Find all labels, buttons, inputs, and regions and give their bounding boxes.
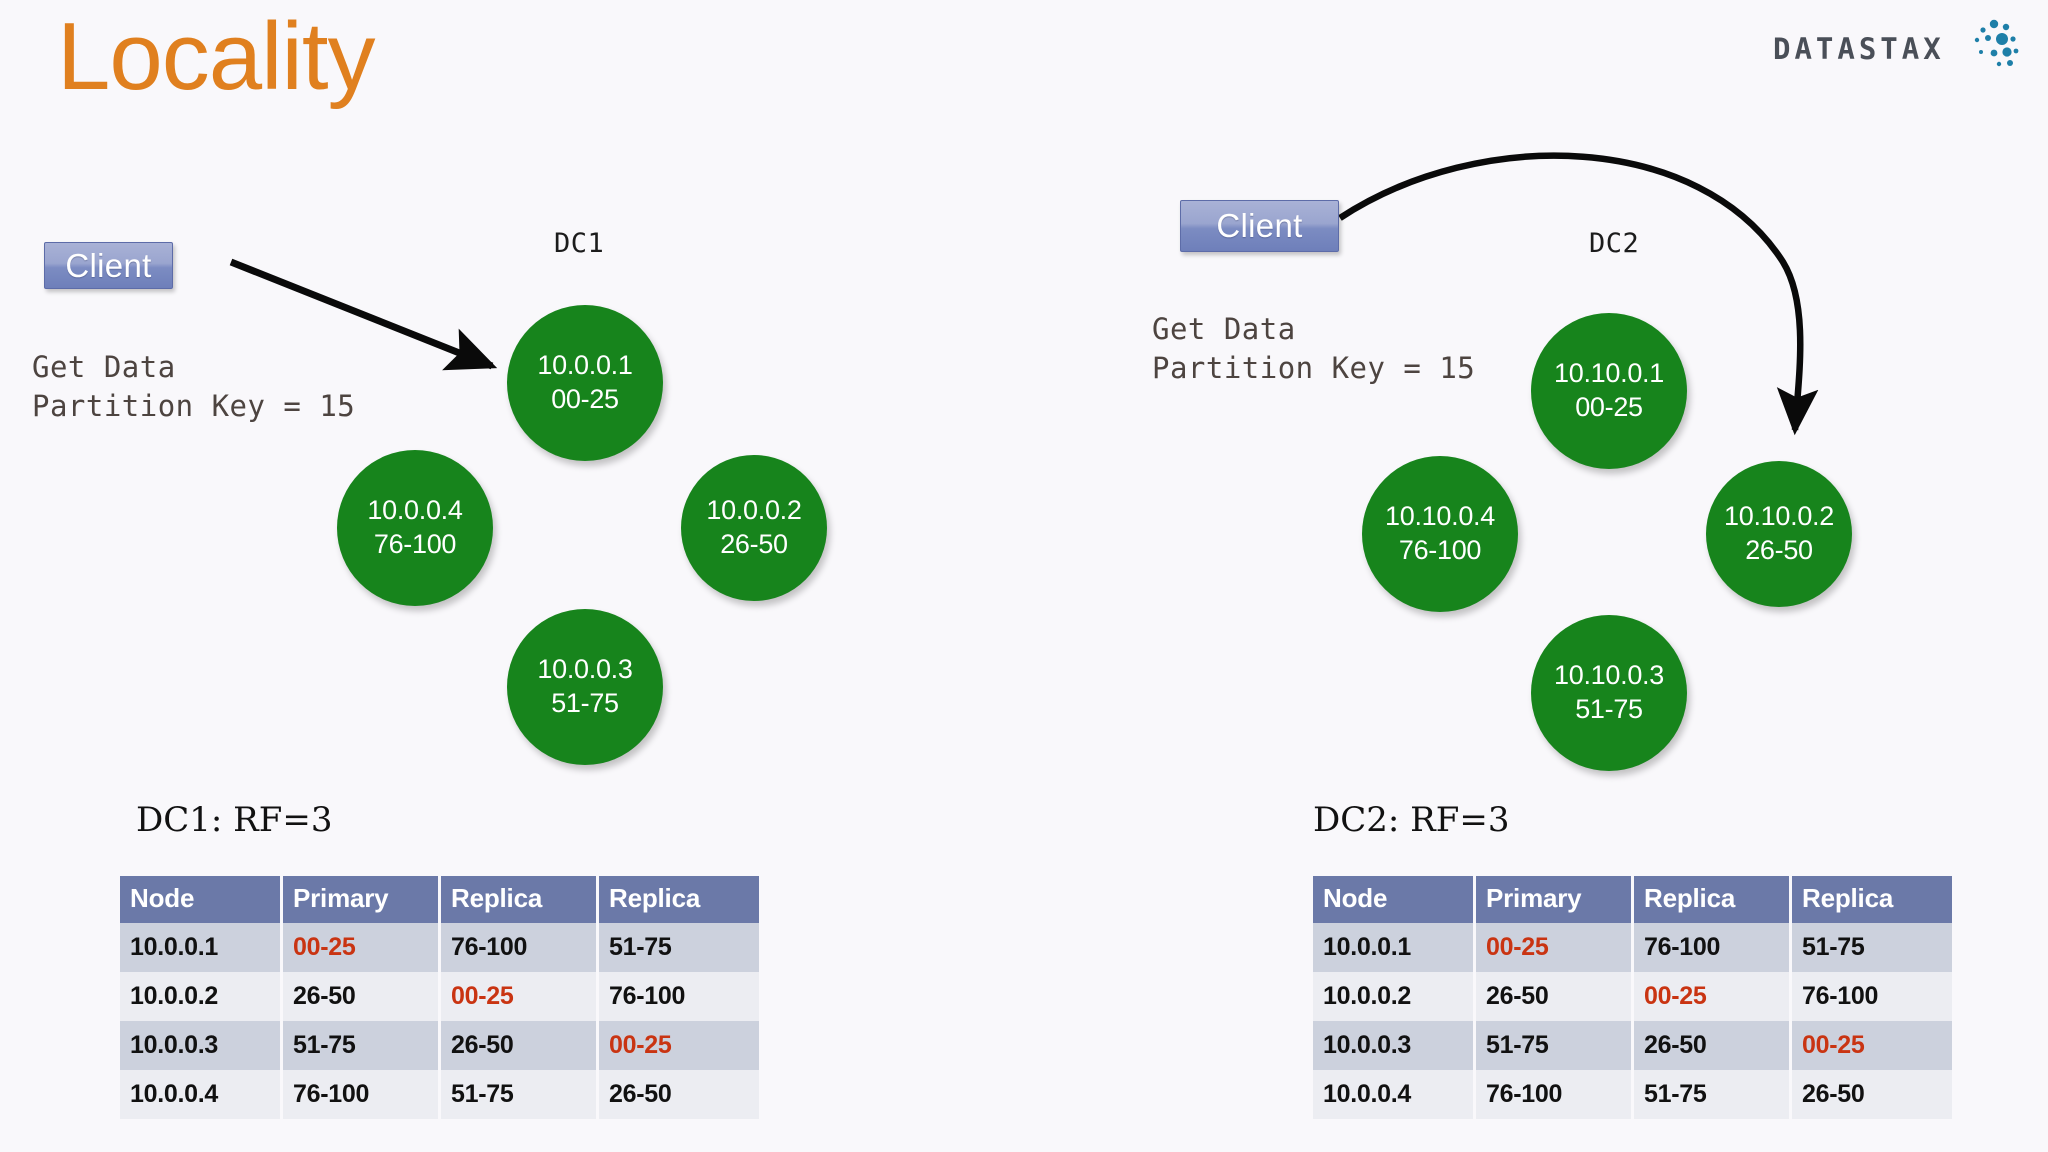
- column-header-node: Node: [1313, 876, 1476, 923]
- client-box-dc1[interactable]: Client: [44, 242, 173, 289]
- node-range: 51-75: [1575, 694, 1643, 724]
- cell-replica-1: 00-25: [439, 972, 599, 1021]
- cell-node: 10.0.0.2: [120, 972, 283, 1021]
- cell-primary: 00-25: [281, 923, 441, 972]
- table-row: 10.0.0.3 51-75 26-50 00-25: [1313, 1021, 1952, 1070]
- node-range: 00-25: [1575, 392, 1643, 422]
- cell-primary: 26-50: [281, 972, 441, 1021]
- dc-label-dc1: DC1: [554, 228, 605, 259]
- rf-label-dc2: DC2: RF=3: [1313, 800, 1510, 840]
- client-label-dc2: Client: [1216, 207, 1303, 244]
- dc-label-dc2: DC2: [1589, 228, 1640, 259]
- table-header-row: Node Primary Replica Replica: [1313, 876, 1952, 923]
- request-text-dc2: Get Data Partition Key = 15: [1152, 312, 1476, 385]
- cell-primary: 51-75: [281, 1021, 441, 1070]
- node-circle[interactable]: 10.0.0.4 76-100: [337, 450, 493, 606]
- table-row: 10.0.0.3 51-75 26-50 00-25: [120, 1021, 759, 1070]
- node-ip: 10.0.0.2: [706, 495, 802, 526]
- client-label-dc1: Client: [65, 246, 152, 284]
- cell-replica-1: 51-75: [1632, 1070, 1792, 1119]
- node-ip: 10.10.0.1: [1554, 358, 1664, 389]
- node-circle[interactable]: 10.10.0.1 00-25: [1531, 313, 1687, 469]
- node-range: 26-50: [720, 529, 788, 559]
- node-circle[interactable]: 10.10.0.4 76-100: [1362, 456, 1518, 612]
- cell-replica-2: 00-25: [597, 1021, 759, 1070]
- node-ip: 10.0.0.3: [537, 654, 633, 685]
- request-text-dc1: Get Data Partition Key = 15: [32, 350, 356, 423]
- column-header-node: Node: [120, 876, 283, 923]
- cell-replica-2: 51-75: [1790, 923, 1952, 972]
- column-header-primary: Primary: [1474, 876, 1634, 923]
- node-ip: 10.0.0.4: [367, 495, 463, 526]
- cell-primary: 51-75: [1474, 1021, 1634, 1070]
- replication-table-dc1: Node Primary Replica Replica 10.0.0.1 00…: [120, 876, 759, 1119]
- node-range: 51-75: [551, 688, 619, 718]
- datastax-wordmark: DATASTAX: [1773, 32, 1945, 66]
- client-box-dc2[interactable]: Client: [1180, 200, 1339, 252]
- cell-replica-2: 26-50: [597, 1070, 759, 1119]
- table-row: 10.0.0.1 00-25 76-100 51-75: [120, 923, 759, 972]
- column-header-primary: Primary: [281, 876, 441, 923]
- cell-replica-1: 26-50: [1632, 1021, 1792, 1070]
- cell-replica-1: 51-75: [439, 1070, 599, 1119]
- column-header-replica-1: Replica: [439, 876, 599, 923]
- replication-table-dc2: Node Primary Replica Replica 10.0.0.1 00…: [1313, 876, 1952, 1119]
- node-circle[interactable]: 10.10.0.3 51-75: [1531, 615, 1687, 771]
- node-circle[interactable]: 10.0.0.3 51-75: [507, 609, 663, 765]
- datastax-dots-icon: [1974, 19, 2019, 67]
- table-row: 10.0.0.4 76-100 51-75 26-50: [120, 1070, 759, 1119]
- cell-replica-1: 76-100: [439, 923, 599, 972]
- cell-replica-1: 00-25: [1632, 972, 1792, 1021]
- cell-node: 10.0.0.3: [1313, 1021, 1476, 1070]
- table-row: 10.0.0.1 00-25 76-100 51-75: [1313, 923, 1952, 972]
- node-ip: 10.0.0.1: [537, 350, 633, 381]
- cell-primary: 00-25: [1474, 923, 1634, 972]
- cell-node: 10.0.0.1: [120, 923, 283, 972]
- cell-node: 10.0.0.4: [120, 1070, 283, 1119]
- node-range: 76-100: [373, 529, 457, 559]
- node-circle[interactable]: 10.0.0.1 00-25: [507, 305, 663, 461]
- node-range: 76-100: [1398, 535, 1482, 565]
- node-range: 00-25: [551, 384, 619, 414]
- cell-replica-2: 76-100: [597, 972, 759, 1021]
- column-header-replica-2: Replica: [597, 876, 759, 923]
- cell-replica-2: 76-100: [1790, 972, 1952, 1021]
- datastax-logo: DATASTAX: [1773, 18, 2023, 76]
- node-circle[interactable]: 10.10.0.2 26-50: [1706, 461, 1852, 607]
- rf-label-dc1: DC1: RF=3: [136, 800, 333, 840]
- cell-node: 10.0.0.4: [1313, 1070, 1476, 1119]
- page-title: Locality: [57, 3, 375, 110]
- node-ip: 10.10.0.4: [1385, 501, 1495, 532]
- cell-replica-1: 76-100: [1632, 923, 1792, 972]
- table-row: 10.0.0.2 26-50 00-25 76-100: [120, 972, 759, 1021]
- table-header-row: Node Primary Replica Replica: [120, 876, 759, 923]
- cell-replica-1: 26-50: [439, 1021, 599, 1070]
- cell-node: 10.0.0.2: [1313, 972, 1476, 1021]
- cell-replica-2: 00-25: [1790, 1021, 1952, 1070]
- cell-primary: 26-50: [1474, 972, 1634, 1021]
- node-ip: 10.10.0.2: [1724, 501, 1834, 532]
- node-range: 26-50: [1745, 535, 1813, 565]
- node-ip: 10.10.0.3: [1554, 660, 1664, 691]
- column-header-replica-1: Replica: [1632, 876, 1792, 923]
- cell-node: 10.0.0.3: [120, 1021, 283, 1070]
- cell-primary: 76-100: [1474, 1070, 1634, 1119]
- node-circle[interactable]: 10.0.0.2 26-50: [681, 455, 827, 601]
- cell-replica-2: 51-75: [597, 923, 759, 972]
- cell-replica-2: 26-50: [1790, 1070, 1952, 1119]
- column-header-replica-2: Replica: [1790, 876, 1952, 923]
- cell-primary: 76-100: [281, 1070, 441, 1119]
- table-row: 10.0.0.2 26-50 00-25 76-100: [1313, 972, 1952, 1021]
- table-row: 10.0.0.4 76-100 51-75 26-50: [1313, 1070, 1952, 1119]
- cell-node: 10.0.0.1: [1313, 923, 1476, 972]
